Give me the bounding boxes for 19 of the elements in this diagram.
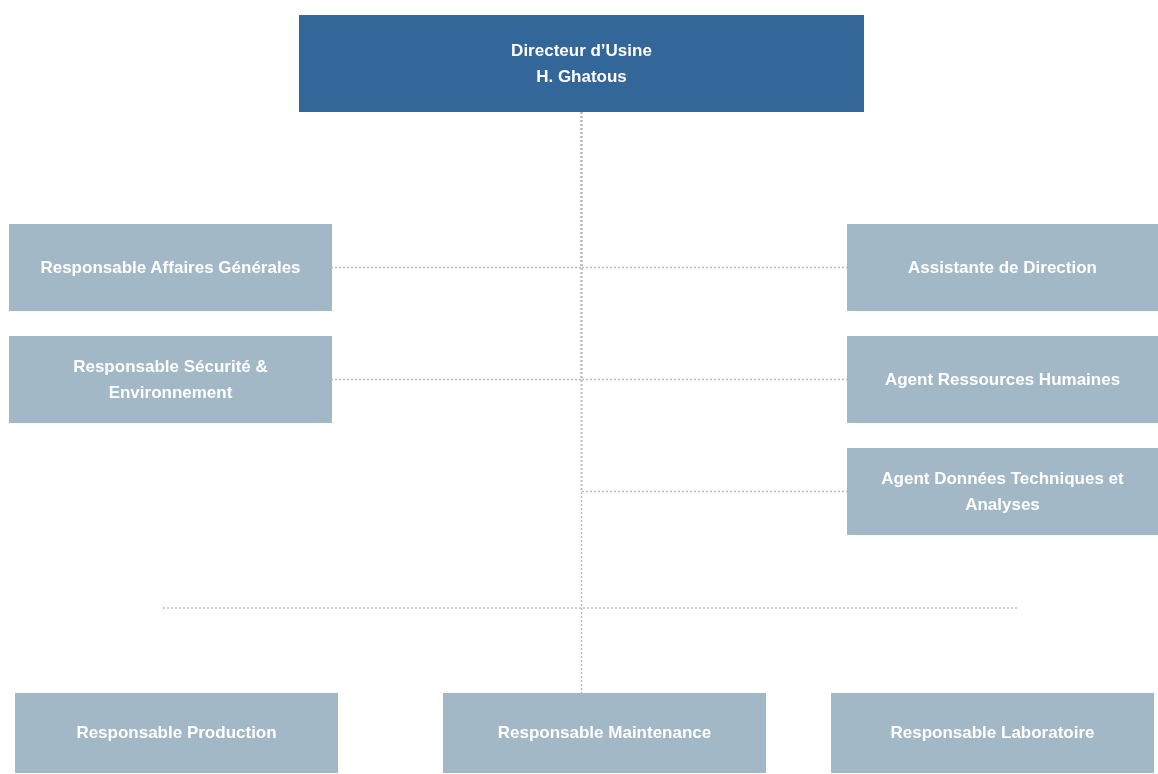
role-box xyxy=(9,224,332,311)
role-title: Directeur d’Usine xyxy=(511,39,652,62)
role-box xyxy=(847,448,1158,535)
role-box xyxy=(9,336,332,423)
role-box xyxy=(15,693,338,773)
director-box xyxy=(299,15,864,112)
role-title: Responsable Laboratoire xyxy=(890,722,1095,744)
role-title: Responsable Production xyxy=(76,722,277,744)
role-title: Agent Données Techniques et Analyses xyxy=(880,467,1125,516)
role-box xyxy=(847,224,1158,311)
role-title: Assistante de Direction xyxy=(908,256,1097,279)
role-title: Responsable Sécurité & Environnement xyxy=(72,355,269,404)
role-title: Responsable Affaires Générales xyxy=(40,256,301,279)
person-name: H. Ghatous xyxy=(536,65,627,88)
role-box xyxy=(443,693,766,773)
role-box xyxy=(847,336,1158,423)
role-title: Responsable Maintenance xyxy=(497,722,712,744)
role-title: Agent Ressources Humaines xyxy=(884,368,1121,391)
role-box xyxy=(831,693,1154,773)
